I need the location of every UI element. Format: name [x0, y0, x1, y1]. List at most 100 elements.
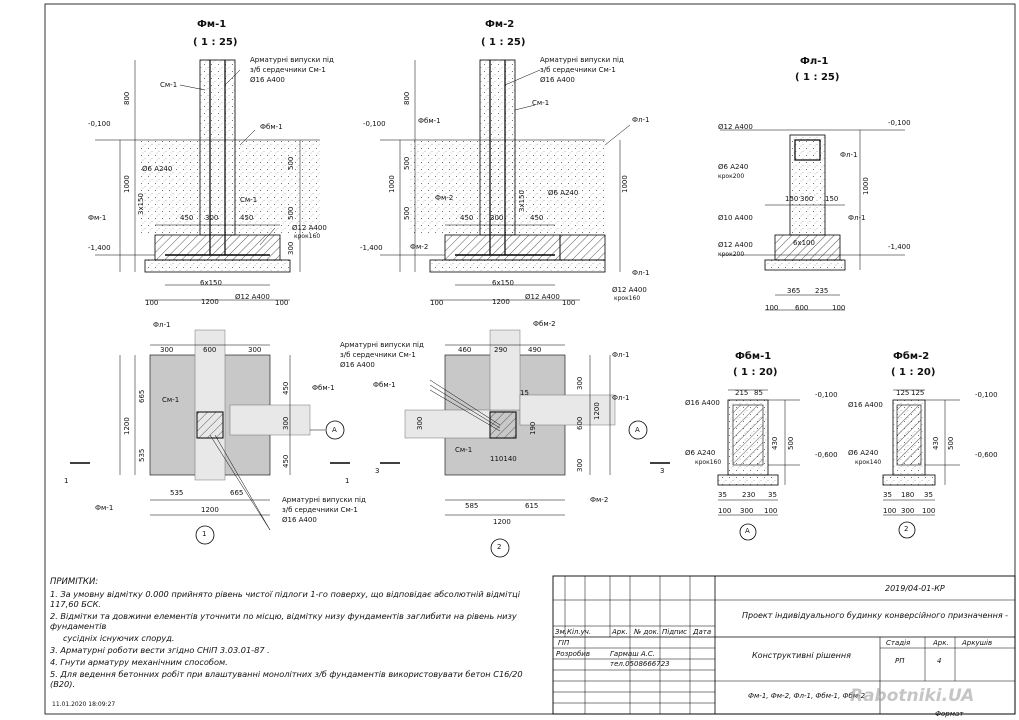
- fl1-d10-label: Ø10 А400: [718, 214, 753, 222]
- fm1-d12-label: Ø12 А400: [292, 224, 327, 232]
- plan1-sec-left: 1: [64, 477, 69, 485]
- fm2-d12-bottom: Ø12 А400: [525, 293, 560, 301]
- fl1-d6-label: Ø6 А240: [718, 163, 749, 171]
- plan2-dim-615: 615: [525, 502, 539, 510]
- plan2-dim-1200: 1200: [493, 518, 511, 526]
- fm2-fl1-label2: Фл-1: [632, 269, 650, 277]
- fm2-outlet-label: Арматурні випуски під: [540, 56, 624, 64]
- fbm1-dim-215: 215: [735, 389, 749, 397]
- fbm2-level-top: -0,100: [975, 391, 998, 399]
- fm1-outlet-label2: з/б сердечники См-1: [250, 66, 326, 74]
- plan1-dim-300a: 300: [160, 346, 174, 354]
- fl1-section: [720, 129, 905, 311]
- plan1-dim-665: 665: [230, 489, 244, 497]
- fm1-dim-1200: 1200: [201, 298, 219, 306]
- fm2-fm2-label-top: Фм-2: [435, 194, 454, 202]
- fbm1-scale: ( 1 : 20): [733, 367, 778, 378]
- plan1-dim-450a: 450: [282, 381, 290, 395]
- fl1-dim-1000: 1000: [862, 177, 870, 195]
- fbm2-dim-100b: 100: [922, 507, 936, 515]
- fbm2-title: Фбм-2: [893, 351, 930, 362]
- fm2-fbm1-label: Фбм-1: [418, 117, 441, 125]
- fm2-dim-800: 800: [403, 91, 411, 105]
- fm2-sm1-label: См-1: [532, 99, 550, 107]
- fl1-dim-365: 365: [787, 287, 801, 295]
- fm2-title: Фм-2: [485, 19, 515, 30]
- fl1-dim-600: 600: [795, 304, 809, 312]
- fm1-outlet-d16: Ø16 А400: [250, 76, 285, 84]
- plan1-dim-600: 600: [203, 346, 217, 354]
- plan2-outlet-d16: Ø16 А400: [340, 361, 375, 369]
- fbm1-dim-300: 300: [740, 507, 754, 515]
- section-name: Конструктивні рішення: [752, 651, 851, 660]
- fm1-dim-450b: 450: [240, 214, 254, 222]
- plan1-axis-a: А: [332, 426, 337, 434]
- fm1-d6-label: Ø6 А240: [142, 165, 173, 173]
- plan1-outlet-label: Арматурні випуски під: [282, 496, 366, 504]
- fbm1-level-top: -0,100: [815, 391, 838, 399]
- fl1-d12-top: Ø12 А400: [718, 123, 753, 131]
- plan1-fm1-label: Фм-1: [95, 504, 114, 512]
- fl1-d12-step: крок200: [718, 251, 745, 258]
- fm1-dim-500b: 500: [287, 206, 295, 220]
- fbm2-section: [882, 389, 960, 516]
- plan1-sm1-label: См-1: [162, 396, 180, 404]
- plan1-dim-1200: 1200: [201, 506, 219, 514]
- axis-circle-a2: [628, 420, 648, 440]
- plan1-dim-535: 535: [170, 489, 184, 497]
- fm2-d12-label: Ø12 А400: [612, 286, 647, 294]
- fm2-level-top: -0,100: [363, 120, 386, 128]
- fm1-dim-800: 800: [123, 91, 131, 105]
- fm2-fl1-label: Фл-1: [632, 116, 650, 124]
- fm2-dim-500a: 500: [403, 156, 411, 170]
- plan-1: [70, 329, 350, 531]
- plan1-outlet-d16: Ø16 А400: [282, 516, 317, 524]
- timestamp: 11.01.2020 18:09:27: [52, 701, 116, 708]
- fl1-d12-bottom: Ø12 А400: [718, 241, 753, 249]
- fbm1-title: Фбм-1: [735, 351, 772, 362]
- format-label: Формат: [935, 710, 964, 718]
- fm1-fbm1-label: Фбм-1: [260, 123, 283, 131]
- fm1-dim-3x150: 3х150: [137, 193, 145, 215]
- plan2-dim-300c: 300: [416, 416, 424, 430]
- fl1-dim-300: 300: [800, 195, 814, 203]
- plan2-dim-460: 460: [458, 346, 472, 354]
- plan2-dim-1200v: 1200: [593, 402, 601, 420]
- fm1-dim-500a: 500: [287, 156, 295, 170]
- plan2-axis-a: А: [635, 426, 640, 434]
- fbm1-dim-35b: 35: [768, 491, 777, 499]
- fl1-fl1-label2: Фл-1: [848, 214, 866, 222]
- author-name: Гармаш А.С.: [610, 650, 655, 658]
- doc-code: 2019/04-01-КР: [885, 584, 945, 593]
- plan2-fbm1-label: Фбм-1: [373, 381, 396, 389]
- fm2-dim-500b: 500: [403, 206, 411, 220]
- note-2: 2. Відмітки та довжини елементів уточнит…: [50, 611, 517, 631]
- fm1-fm1-label: Фм-1: [88, 214, 107, 222]
- fbm1-dim-230: 230: [742, 491, 756, 499]
- fm2-dim-6x150: 6х150: [492, 279, 514, 287]
- fbm2-dim-500: 500: [947, 436, 955, 450]
- fm2-dim-450a: 450: [460, 214, 474, 222]
- developed-label: Розробив: [556, 650, 590, 658]
- notes-block: ПРИМІТКИ: 1. За умовну відмітку 0.000 пр…: [50, 577, 550, 689]
- axis-circle-a3: [739, 523, 757, 541]
- fm2-d6-label: Ø6 А240: [548, 189, 579, 197]
- fl1-scale: ( 1 : 25): [795, 72, 840, 83]
- fm1-d12-bottom: Ø12 А400: [235, 293, 270, 301]
- plan2-dim-1040: 110140: [490, 455, 517, 463]
- note-5: 5. Для ведення бетонних робіт при влашту…: [50, 669, 523, 689]
- note-1: 1. За умовну відмітку 0.000 прийнято рів…: [50, 589, 520, 609]
- stage-header: Стадія: [886, 639, 911, 647]
- h-dok: № док.: [634, 628, 660, 636]
- fm2-fm2-label: Фм-2: [410, 243, 429, 251]
- fbm1-d16-label: Ø16 А400: [685, 399, 720, 407]
- fbm1-dim-100a: 100: [718, 507, 732, 515]
- fm1-dim-1000: 1000: [123, 175, 131, 193]
- fbm1-d6-step: крок160: [695, 459, 722, 466]
- plan1-dim-665v: 665: [138, 389, 146, 403]
- ark-header: Арк.: [933, 639, 949, 647]
- fl1-level-bottom: -1,400: [888, 243, 911, 251]
- fm1-level-bottom: -1,400: [88, 244, 111, 252]
- fbm1-axis-a: А: [745, 527, 750, 535]
